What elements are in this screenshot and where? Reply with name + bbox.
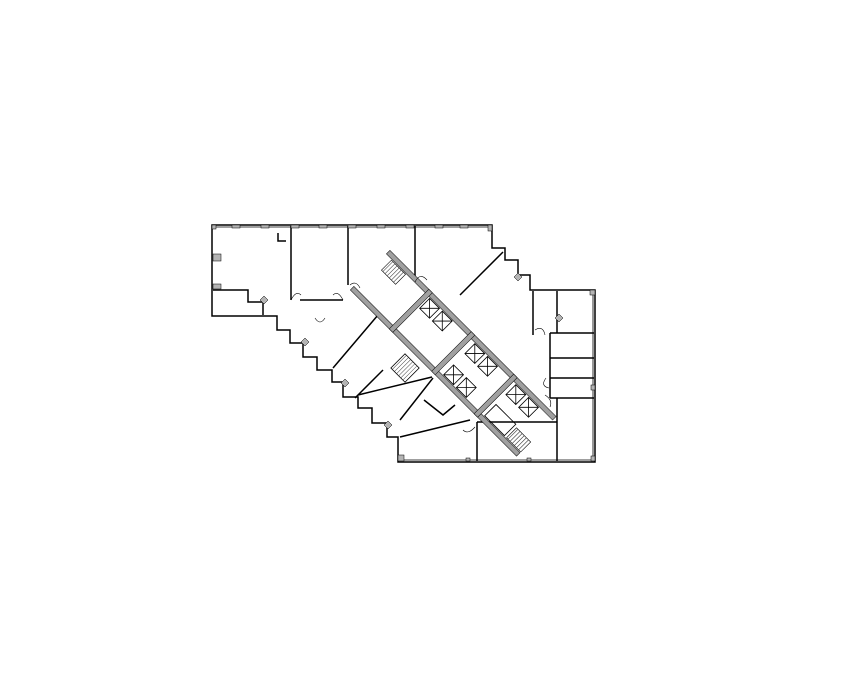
columns [211, 224, 596, 462]
wall [399, 419, 471, 438]
column [347, 224, 357, 229]
walls [211, 224, 596, 463]
building-core [349, 249, 557, 457]
door-swing [534, 328, 546, 336]
column [459, 224, 469, 229]
wall [423, 399, 456, 416]
door-swing [462, 426, 476, 433]
column [290, 224, 300, 229]
door-swing [349, 282, 361, 289]
elevators [419, 297, 540, 418]
stair-left [381, 259, 406, 285]
wall [277, 233, 286, 242]
stair-right [506, 427, 532, 453]
stair-block [390, 353, 420, 383]
column [231, 224, 241, 229]
column [554, 313, 564, 323]
wall [332, 314, 379, 369]
elevator-shaft [455, 377, 477, 398]
stair-treads [392, 355, 418, 381]
elevator-shaft [419, 297, 441, 319]
wall [459, 251, 504, 296]
small-stair [390, 353, 420, 383]
stairs [381, 259, 532, 453]
column [300, 337, 310, 347]
column [589, 289, 596, 296]
stair-treads [507, 429, 529, 450]
wall [354, 369, 384, 399]
column [465, 457, 471, 462]
elevator-x-icon [505, 384, 526, 405]
wall [399, 377, 434, 421]
door-swing [290, 293, 302, 301]
column [487, 224, 493, 232]
wall [357, 376, 433, 396]
elevator-x-icon [518, 397, 539, 418]
door-swing [543, 377, 550, 389]
column [434, 224, 444, 229]
core-wall [473, 373, 518, 418]
elevator-shaft [431, 310, 453, 332]
elevator-x-icon [477, 356, 498, 377]
column [526, 457, 532, 462]
column [340, 378, 350, 388]
elevator-shaft [477, 355, 498, 377]
column [211, 224, 217, 230]
elevator-x-icon [456, 377, 477, 398]
column [318, 224, 328, 229]
column [397, 454, 405, 462]
elevator-shaft [464, 343, 486, 365]
door-swing [314, 317, 326, 323]
elevator-x-icon [464, 343, 485, 364]
column [376, 224, 386, 229]
elevator-shaft [518, 396, 540, 418]
elevator-shaft [505, 384, 527, 406]
core-wall [431, 331, 476, 376]
column [212, 253, 222, 262]
elevator-x-icon [443, 364, 464, 385]
column [405, 224, 415, 229]
elevator-x-icon [432, 311, 453, 331]
door-swing [544, 394, 552, 408]
wall [213, 289, 263, 303]
column [590, 455, 596, 462]
elevator-shaft [443, 364, 465, 386]
doors [290, 276, 552, 433]
door-swing [414, 276, 428, 283]
column [590, 384, 596, 391]
column [212, 283, 222, 290]
core-wall [388, 288, 433, 333]
column [513, 272, 523, 282]
elevator-x-icon [419, 298, 440, 319]
stair-treads [382, 261, 404, 283]
column [260, 224, 270, 229]
column [259, 295, 269, 305]
door-swing [332, 293, 344, 301]
building-outline [211, 224, 596, 463]
restroom [484, 403, 517, 437]
column [383, 420, 393, 430]
